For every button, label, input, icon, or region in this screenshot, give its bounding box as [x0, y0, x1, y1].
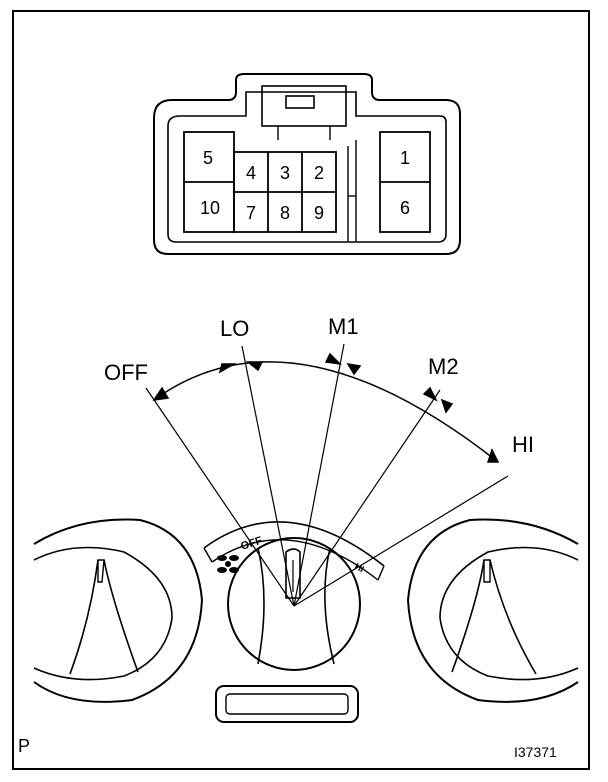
position-labels: OFF LO M1 M2 HI	[104, 314, 534, 457]
connector-pin-labels: 5 10 4 3 2 7 8 9 1 6	[200, 148, 410, 223]
position-label-m1: M1	[328, 314, 359, 339]
position-arc	[152, 352, 500, 463]
pin-label-2: 2	[314, 163, 324, 183]
pin-label-1: 1	[400, 148, 410, 168]
pin-label-10: 10	[200, 198, 220, 218]
corner-label: P	[18, 736, 31, 756]
fan-icon	[217, 555, 239, 573]
dial-hi-mark: HI	[353, 561, 366, 574]
pin-label-8: 8	[280, 203, 290, 223]
pin-label-9: 9	[314, 203, 324, 223]
position-label-m2: M2	[428, 354, 459, 379]
right-knob	[406, 518, 579, 703]
left-knob	[33, 518, 204, 703]
dial-off-mark: OFF	[239, 535, 264, 553]
center-blower-knob	[203, 521, 385, 671]
position-label-off: OFF	[104, 360, 148, 385]
pin-label-4: 4	[246, 163, 256, 183]
figure-id: I37371	[514, 744, 557, 760]
control-panel	[33, 518, 579, 723]
connector	[153, 73, 461, 255]
position-leader-lines	[145, 343, 509, 607]
figure-frame	[12, 10, 590, 770]
pin-label-7: 7	[246, 203, 256, 223]
position-label-hi: HI	[512, 432, 534, 457]
position-label-lo: LO	[220, 316, 249, 341]
pin-label-3: 3	[280, 163, 290, 183]
pin-label-6: 6	[400, 198, 410, 218]
bottom-button	[215, 685, 359, 723]
pin-label-5: 5	[203, 148, 213, 168]
